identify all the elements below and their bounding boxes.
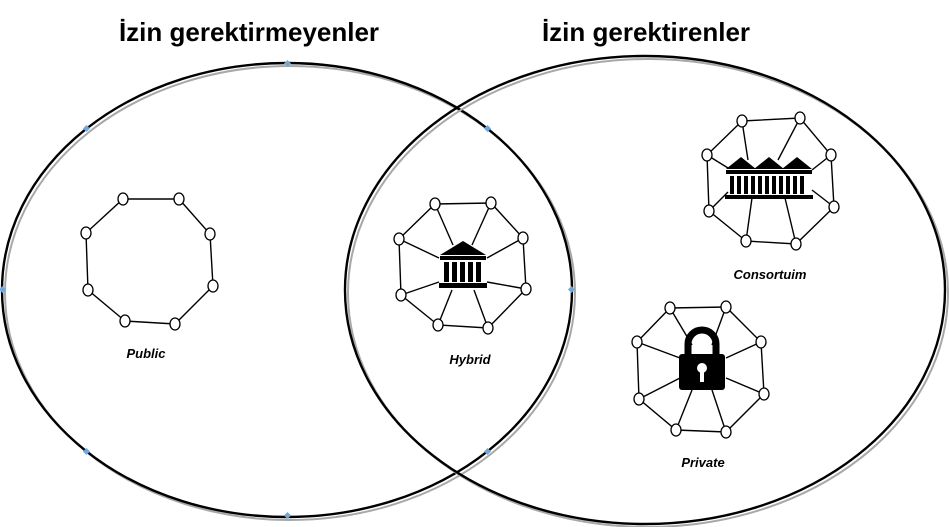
network-node xyxy=(429,197,441,211)
network-node xyxy=(736,114,748,128)
network-node xyxy=(740,234,752,248)
private-network xyxy=(631,300,770,439)
network-node xyxy=(794,111,806,125)
bank-icon xyxy=(439,241,487,288)
public-network xyxy=(80,192,219,331)
network-node xyxy=(825,148,837,162)
public-label: Public xyxy=(126,346,166,361)
network-node xyxy=(173,192,185,206)
network-node xyxy=(204,227,216,241)
network-node xyxy=(664,301,676,315)
network-node xyxy=(701,148,713,162)
network-node xyxy=(393,232,405,246)
network-node xyxy=(633,392,645,406)
network-node xyxy=(703,204,715,218)
triple-bank-icon xyxy=(725,157,813,199)
network-node xyxy=(517,231,529,245)
network-node xyxy=(207,279,219,293)
network-node xyxy=(395,288,407,302)
network-node xyxy=(117,192,129,206)
consortium-network xyxy=(701,111,840,251)
right-set-ellipse xyxy=(343,54,949,527)
network-node xyxy=(80,226,92,240)
network-node xyxy=(169,317,181,331)
network-node xyxy=(520,282,532,296)
consortium-label: Consortuim xyxy=(734,267,807,282)
network-node xyxy=(631,335,643,349)
private-label: Private xyxy=(681,455,724,470)
network-node xyxy=(432,318,444,332)
lock-icon xyxy=(679,326,725,390)
right-set-title: İzin gerektirenler xyxy=(542,17,750,47)
network-node xyxy=(482,321,494,335)
left-set-title: İzin gerektirmeyenler xyxy=(119,17,379,47)
network-node xyxy=(720,300,732,314)
network-node xyxy=(790,237,802,251)
network-node xyxy=(828,200,840,214)
network-node xyxy=(119,314,131,328)
network-node xyxy=(755,335,767,349)
network-node xyxy=(758,387,770,401)
network-node xyxy=(485,196,497,210)
selection-handles xyxy=(0,59,576,520)
network-node xyxy=(670,423,682,437)
network-node xyxy=(82,283,94,297)
network-node xyxy=(720,425,732,439)
hybrid-label: Hybrid xyxy=(449,352,491,367)
hybrid-network xyxy=(393,196,532,335)
